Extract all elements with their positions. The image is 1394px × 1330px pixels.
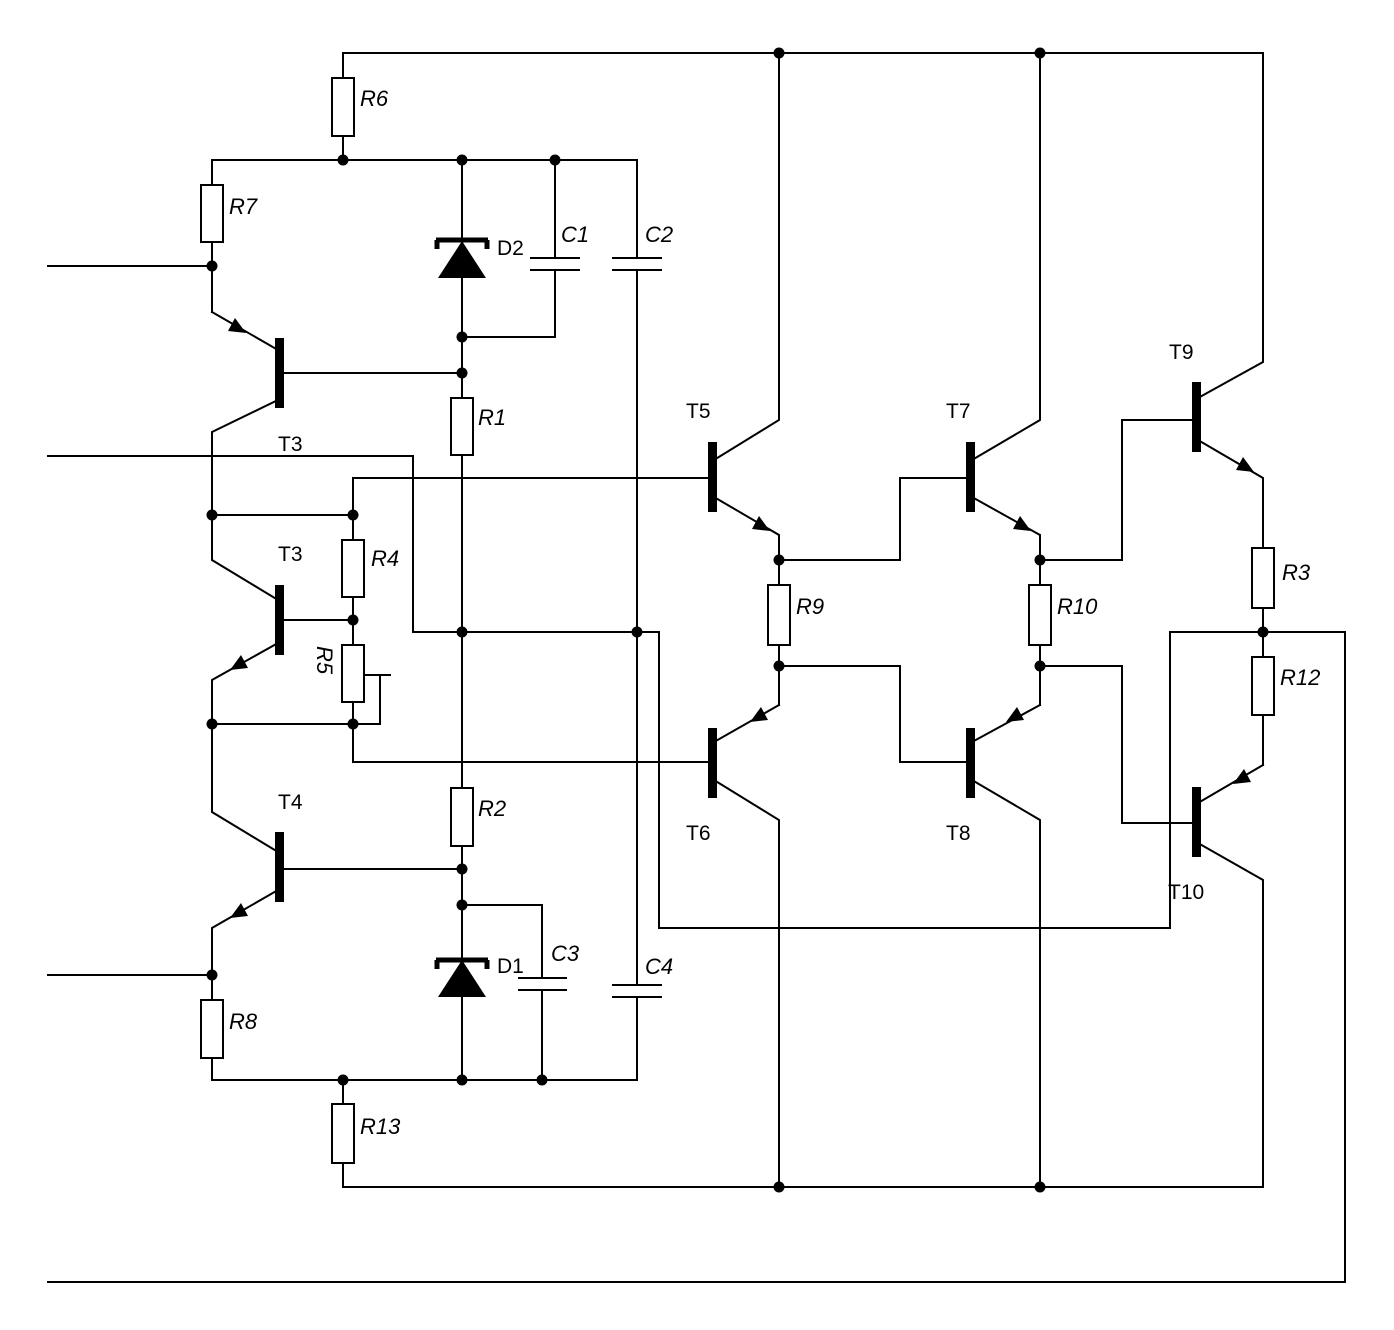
transistor-t6-bar xyxy=(708,728,717,798)
label-t3b: T3 xyxy=(278,543,303,566)
zener-diode-d1 xyxy=(434,957,490,997)
resistor-r3 xyxy=(1251,547,1275,609)
label-r2: R2 xyxy=(478,796,506,821)
arrow-t5 xyxy=(752,516,770,531)
capacitor-c1 xyxy=(530,257,580,271)
label-t5: T5 xyxy=(686,400,711,423)
arrow-t4 xyxy=(230,903,248,918)
transistor-bars xyxy=(275,338,1201,902)
resistors xyxy=(200,77,1275,1164)
transistor-t3a-bar xyxy=(275,338,284,408)
label-r7: R7 xyxy=(229,194,258,219)
arrow-t3a xyxy=(228,318,246,333)
transistor-t9-bar xyxy=(1192,382,1201,452)
transistor-t10-bar xyxy=(1192,787,1201,857)
transistor-t3b-bar xyxy=(275,585,284,655)
label-r9: R9 xyxy=(796,594,824,619)
arrow-t9 xyxy=(1236,457,1254,472)
arrow-t6 xyxy=(750,707,768,722)
transistor-t5-bar xyxy=(708,442,717,512)
resistor-r13 xyxy=(331,1103,355,1164)
label-r1: R1 xyxy=(478,405,506,430)
label-t4: T4 xyxy=(278,791,303,814)
arrow-t3b xyxy=(230,655,248,670)
label-t7: T7 xyxy=(946,400,971,423)
label-r3: R3 xyxy=(1282,560,1311,585)
label-t9: T9 xyxy=(1169,341,1194,364)
label-r10: R10 xyxy=(1057,594,1098,619)
arrow-t8 xyxy=(1006,707,1024,722)
resistor-r4 xyxy=(341,539,365,598)
junction-dots xyxy=(206,47,1269,1193)
resistor-r7 xyxy=(200,184,224,243)
resistor-r10 xyxy=(1028,584,1052,646)
label-c1: C1 xyxy=(561,222,589,247)
label-d1: D1 xyxy=(497,955,524,978)
resistor-r9 xyxy=(767,584,791,646)
label-r8: R8 xyxy=(229,1009,258,1034)
capacitor-c4 xyxy=(612,984,662,998)
label-r5: R5 xyxy=(312,646,337,675)
resistor-r2 xyxy=(450,787,474,847)
label-c4: C4 xyxy=(645,954,673,979)
transistor-t4-bar xyxy=(275,832,284,902)
label-c3: C3 xyxy=(551,941,580,966)
component-labels: R6 R7 D2 C1 C2 R1 T3 T3 R4 R5 T4 R2 D1 C… xyxy=(229,86,1320,1139)
resistor-r1 xyxy=(450,397,474,456)
resistor-r5 xyxy=(341,644,365,703)
zener-diode-d2 xyxy=(434,237,490,278)
arrow-t7 xyxy=(1013,516,1031,531)
transistor-t8-bar xyxy=(966,728,975,798)
capacitor-c2 xyxy=(612,257,662,271)
label-d2: D2 xyxy=(497,237,524,260)
resistor-r6 xyxy=(331,77,355,137)
label-r6: R6 xyxy=(360,86,389,111)
resistor-r12 xyxy=(1251,656,1275,716)
label-t10: T10 xyxy=(1168,881,1204,904)
resistor-r8 xyxy=(200,999,224,1059)
arrow-t10 xyxy=(1233,769,1251,784)
label-c2: C2 xyxy=(645,222,673,247)
label-r13: R13 xyxy=(360,1114,401,1139)
label-t8: T8 xyxy=(946,822,971,845)
emitter-arrows xyxy=(228,318,1254,918)
capacitors xyxy=(518,257,662,998)
label-t6: T6 xyxy=(686,822,711,845)
label-t3a: T3 xyxy=(278,433,303,456)
capacitor-c3 xyxy=(518,977,567,991)
label-r12: R12 xyxy=(1280,665,1320,690)
transistor-t7-bar xyxy=(966,442,975,512)
label-r4: R4 xyxy=(371,546,399,571)
